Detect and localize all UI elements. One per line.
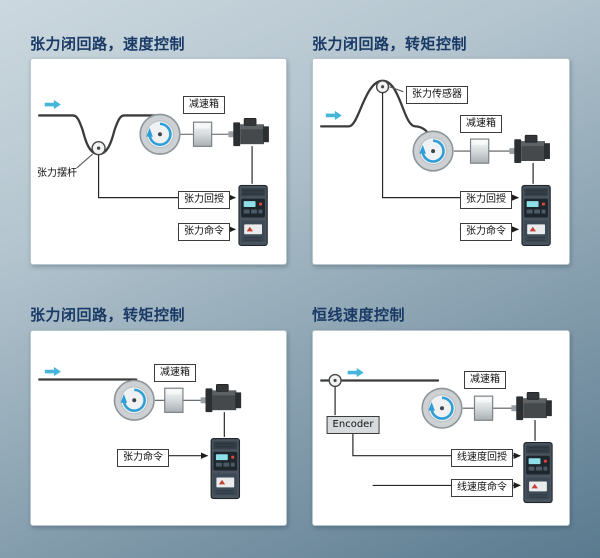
label-line-speed-feedback: 线速度回授 — [451, 449, 513, 467]
diagram-panel-tension-torque-sensor: 张力传感器 减速箱 张力回授 张力命令 — [312, 58, 570, 265]
motor-icon — [511, 391, 553, 421]
label-encoder: Encoder — [326, 416, 380, 434]
gearbox-icon — [192, 121, 213, 147]
panel-title-tension-speed: 张力闭回路，速度控制 — [30, 35, 186, 53]
label-line-speed-command: 线速度命令 — [451, 479, 513, 497]
panel-title-tension-torque-sensor: 张力闭回路，转矩控制 — [312, 35, 468, 53]
motor-icon — [200, 384, 242, 413]
label-gearbox: 减速箱 — [154, 364, 196, 382]
motor-icon — [228, 118, 270, 147]
gearbox-icon — [473, 395, 494, 421]
roller-icon — [139, 113, 181, 156]
flow-direction-icon — [347, 368, 364, 378]
label-gearbox: 减速箱 — [464, 371, 506, 389]
diagram-panel-tension-torque: 减速箱 张力命令 — [30, 330, 287, 526]
roller-icon — [421, 387, 463, 429]
gearbox-icon — [164, 387, 184, 413]
label-tension-swing-rod: 张力摆杆 — [37, 168, 77, 179]
diagram-canvas — [38, 100, 270, 247]
flow-direction-icon — [44, 367, 61, 377]
motor-icon — [509, 134, 551, 164]
diagram-panel-constant-line-speed: Encoder 减速箱 线速度回授 线速度命令 — [312, 330, 570, 526]
label-tension-command: 张力命令 — [460, 223, 512, 241]
roller-icon — [113, 379, 156, 422]
diagram-canvas — [38, 367, 242, 500]
flow-direction-icon — [44, 100, 61, 110]
vfd-drive-icon — [521, 184, 551, 247]
panel-title-constant-line-speed: 恒线速度控制 — [312, 306, 406, 324]
vfd-drive-icon — [210, 437, 241, 500]
vfd-drive-icon — [523, 441, 553, 504]
label-tension-command: 张力命令 — [178, 223, 230, 241]
label-tension-feedback: 张力回授 — [460, 191, 512, 209]
flow-direction-icon — [325, 110, 342, 120]
gearbox-icon — [469, 138, 490, 164]
diagram-panel-tension-speed: 减速箱 张力摆杆 张力回授 张力命令 — [30, 58, 287, 265]
label-tension-command: 张力命令 — [117, 449, 169, 467]
vfd-drive-icon — [238, 184, 268, 247]
label-gearbox: 减速箱 — [183, 96, 225, 114]
label-tension-feedback: 张力回授 — [178, 191, 230, 209]
label-tension-sensor: 张力传感器 — [406, 86, 468, 104]
label-gearbox: 减速箱 — [460, 115, 502, 133]
roller-icon — [412, 130, 454, 172]
panel-title-tension-torque: 张力闭回路，转矩控制 — [30, 306, 186, 324]
